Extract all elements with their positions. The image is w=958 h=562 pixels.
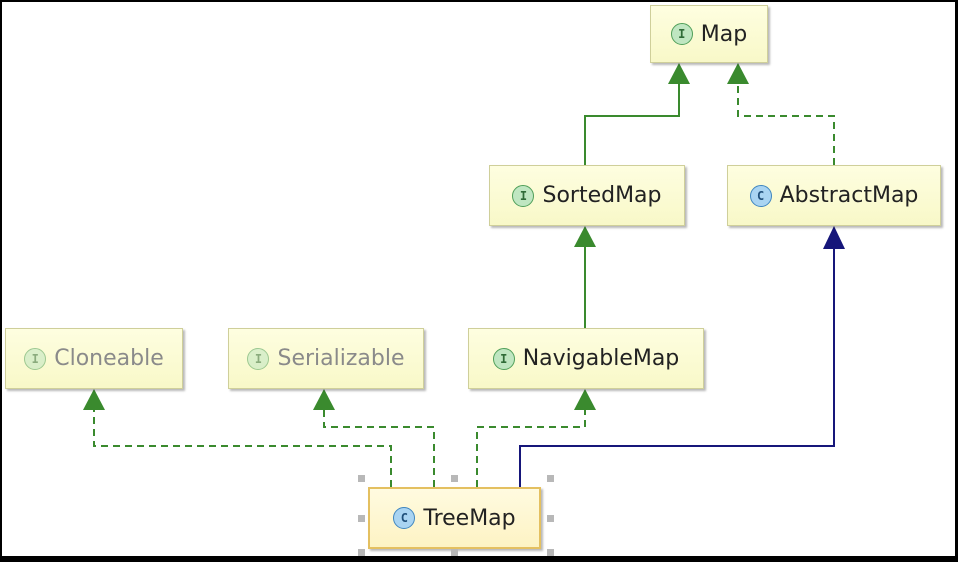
node-navigablemap[interactable]: I NavigableMap (468, 328, 704, 389)
class-icon: C (393, 507, 416, 529)
node-label: Cloneable (54, 346, 164, 371)
resize-handle-middle-left[interactable] (358, 515, 365, 522)
interface-icon: I (24, 347, 47, 370)
arrowhead-map-right (727, 63, 749, 84)
node-label: Map (700, 21, 748, 47)
edge-sortedmap-extends-map (584, 84, 680, 165)
node-abstractmap[interactable]: C AbstractMap (727, 165, 941, 226)
interface-icon: I (492, 347, 515, 370)
node-label: AbstractMap (779, 183, 919, 208)
arrowhead-abstractmap (823, 226, 845, 249)
node-serializable[interactable]: I Serializable (228, 328, 424, 389)
resize-handle-bottom-center[interactable] (451, 549, 458, 556)
node-treemap[interactable]: C TreeMap (368, 487, 541, 549)
arrowhead-navigablemap (574, 389, 596, 410)
arrowhead-cloneable (83, 389, 105, 410)
node-label: SortedMap (542, 183, 662, 208)
resize-handle-top-center[interactable] (451, 475, 458, 482)
resize-handle-top-right[interactable] (547, 475, 554, 482)
resize-handle-bottom-right[interactable] (547, 549, 554, 556)
node-label: Serializable (277, 346, 405, 371)
edge-treemap-implements-serializable (323, 410, 435, 487)
arrowhead-serializable (313, 389, 335, 410)
node-label: NavigableMap (522, 346, 680, 371)
node-label: TreeMap (423, 505, 516, 531)
edge-abstractmap-implements-map (737, 84, 835, 165)
interface-icon: I (670, 23, 693, 45)
node-cloneable[interactable]: I Cloneable (5, 328, 183, 389)
edge-treemap-implements-cloneable (93, 410, 392, 487)
resize-handle-bottom-left[interactable] (358, 549, 365, 556)
resize-handle-top-left[interactable] (358, 475, 365, 482)
edge-treemap-implements-navigablemap (476, 410, 586, 487)
class-icon: C (749, 184, 772, 207)
edge-treemap-extends-abstractmap (519, 249, 835, 487)
resize-handle-middle-right[interactable] (547, 515, 554, 522)
node-sortedmap[interactable]: I SortedMap (489, 165, 685, 226)
arrowhead-map-left (668, 63, 690, 84)
arrowhead-sortedmap (574, 226, 596, 247)
interface-icon: I (512, 184, 535, 207)
interface-icon: I (247, 347, 270, 370)
node-map[interactable]: I Map (650, 5, 768, 63)
